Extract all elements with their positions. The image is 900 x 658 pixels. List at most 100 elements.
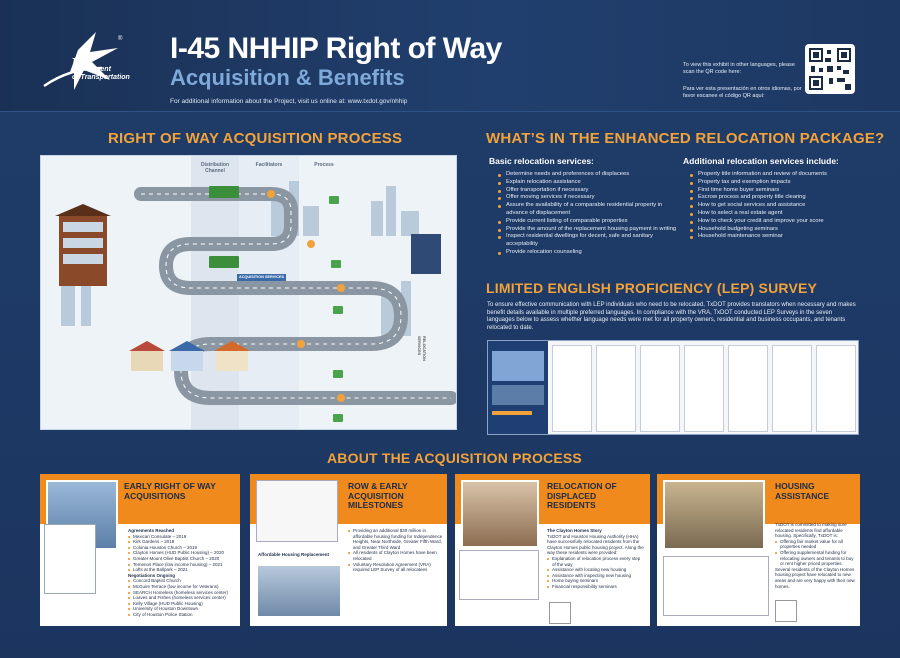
- basic-service-item: Provide current listing of comparable pr…: [498, 218, 683, 226]
- additional-service-item: Escrow process and property title cleari…: [690, 194, 865, 202]
- diagram-step-box: [209, 256, 239, 268]
- agreement-item: Colonia Houston Church – 2019: [128, 545, 236, 551]
- card-table-image: [256, 480, 338, 542]
- basic-service-item: Offer moving services if necessary: [498, 194, 683, 202]
- agreement-item: Mexican Consulate – 2019: [128, 534, 236, 540]
- agreement-item: Greater Mount Olive Baptist Church – 202…: [128, 556, 236, 562]
- milestones-list: Providing an additional $30 million in a…: [348, 528, 443, 573]
- document-step-icons: [329, 196, 343, 422]
- agreement-item: Kirk Gardens – 2019: [128, 539, 236, 545]
- housing-closing: Several residents of the Clayton Homes h…: [775, 566, 855, 589]
- additional-service-item: How to check your credit and improve you…: [690, 218, 865, 226]
- housing-qr-code-icon[interactable]: [775, 600, 797, 622]
- language-instructions: To view this exhibit in other languages,…: [683, 62, 803, 100]
- housing-item: Offering supplemental funding for reloca…: [775, 550, 857, 567]
- basic-service-item: Determine needs and preferences of displ…: [498, 171, 683, 179]
- negotiations-heading: Negotiations Ongoing: [128, 572, 175, 578]
- txdot-star-logo-icon: [43, 32, 118, 90]
- lep-cover-page: [488, 341, 548, 434]
- video-qr-code-icon[interactable]: [549, 602, 571, 624]
- lep-survey-sheet: [772, 345, 812, 432]
- negotiation-item: SEARCH Homeless (homeless services cente…: [128, 590, 236, 596]
- header-banner: Texas Department of Transportation ® I-4…: [0, 0, 900, 112]
- additional-service-item: How to get social services and assistanc…: [690, 202, 865, 210]
- negotiation-item: Loaves and Fishes (homeless services cen…: [128, 595, 236, 601]
- basic-service-item: Explain relocation assistance: [498, 179, 683, 187]
- basic-service-item: Offer transportation if necessary: [498, 187, 683, 195]
- road-markers: [267, 190, 345, 402]
- flyer-image: [459, 550, 539, 600]
- relocation-services-label: RELOCATION SERVICES: [417, 336, 426, 361]
- housing-item: Offering fair market value for all prope…: [775, 539, 857, 550]
- housing-list: Offering fair market value for all prope…: [775, 539, 857, 567]
- card-body: Agreements Reached Mexican Consulate – 2…: [128, 528, 236, 618]
- language-qr-code-icon[interactable]: [805, 44, 855, 94]
- about-process-heading: ABOUT THE ACQUISITION PROCESS: [327, 450, 582, 466]
- agency-line-3: of Transportation: [72, 74, 130, 81]
- lep-survey-sheet: [728, 345, 768, 432]
- housing-intro: TxDOT is committed to making sure reloca…: [775, 522, 847, 539]
- negotiation-item: City of Houston Police Station: [128, 612, 236, 618]
- story-heading: The Clayton Homes Story: [547, 528, 602, 533]
- milestone-item: Providing an additional $30 million in a…: [348, 528, 443, 550]
- card-row-milestones: ROW & EARLY ACQUISITION MILESTONES Affor…: [250, 474, 447, 626]
- skyline-illustration: [61, 181, 419, 336]
- diagram-label-process: Process: [314, 162, 334, 168]
- card-body: Providing an additional $30 million in a…: [348, 528, 443, 573]
- lep-survey-sheet: [596, 345, 636, 432]
- agreement-item: Lofts at the Ballpark – 2021: [128, 567, 236, 573]
- lep-survey-documents-image: [487, 340, 859, 435]
- card-title: ROW & EARLY ACQUISITION MILESTONES: [348, 481, 408, 510]
- lep-survey-sheet: [552, 345, 592, 432]
- agreements-heading: Agreements Reached: [128, 528, 175, 533]
- card-title: HOUSING ASSISTANCE: [775, 481, 830, 501]
- registered-mark: ®: [118, 36, 123, 42]
- card-early-row-acquisitions: EARLY RIGHT OF WAY ACQUISITIONS Agreemen…: [40, 474, 240, 626]
- card-body: The Clayton Homes Story TxDOT and Housto…: [547, 528, 645, 590]
- card-title: RELOCATION OF DISPLACED RESIDENTS: [547, 481, 617, 510]
- relocation-item: Home buying seminars: [547, 578, 645, 584]
- relocation-list: Explanation of relocation process every …: [547, 556, 645, 590]
- basic-service-item: Provide relocation counseling: [498, 249, 683, 257]
- story-text: TxDOT and Houston Housing Authority (HHA…: [547, 533, 644, 556]
- relocation-package-heading: WHAT’S IN THE ENHANCED RELOCATION PACKAG…: [486, 130, 885, 147]
- negotiation-item: Kelly Village (HUD Public Housing): [128, 601, 236, 607]
- additional-service-item: How to select a real estate agent: [690, 210, 865, 218]
- acquisition-services-label: ACQUISITION SERVICES: [237, 274, 287, 281]
- negotiation-item: University of Houston Downtown: [128, 606, 236, 612]
- language-instruction-en: To view this exhibit in other languages,…: [683, 62, 795, 75]
- diagram-label-distribution: Distribution Channel: [200, 162, 230, 174]
- negotiation-item: McGuire Terrace (low income for Veterans…: [128, 584, 236, 590]
- additional-services-list: Property title information and review of…: [690, 171, 865, 241]
- additional-service-item: Property tax and exemption impacts: [690, 179, 865, 187]
- language-instruction-es: Para ver esta presentación en otros idio…: [683, 86, 802, 99]
- agency-line-2: Department: [72, 66, 111, 73]
- negotiation-item: Concord Baptist Church: [128, 578, 236, 584]
- residents-photo: [461, 480, 539, 548]
- milestone-item: Voluntary Resolution Agreement (VRA) req…: [348, 562, 443, 573]
- agency-name: Texas Department of Transportation: [72, 58, 130, 82]
- lep-survey-sheet: [684, 345, 724, 432]
- card-newsletter-image: [44, 524, 96, 594]
- lep-survey-description: To ensure effective communication with L…: [487, 302, 856, 331]
- road-path-illustration: [55, 181, 456, 422]
- relocation-item: Financial responsibility seminars: [547, 584, 645, 590]
- additional-service-item: Property title information and review of…: [690, 171, 865, 179]
- relocation-item: Assistance with inspecting new housing: [547, 573, 645, 579]
- photo-caption: Affordable Housing Replacement: [258, 552, 330, 557]
- row-process-heading: RIGHT OF WAY ACQUISITION PROCESS: [108, 130, 403, 147]
- lep-survey-sheet: [640, 345, 680, 432]
- additional-services-heading: Additional relocation services include:: [683, 156, 839, 166]
- diagram-step-box: [209, 186, 239, 198]
- additional-service-item: Household budgeting seminars: [690, 226, 865, 234]
- agreement-item: Clayton Homes (HUD Public Housing) – 202…: [128, 550, 236, 556]
- lep-survey-heading: LIMITED ENGLISH PROFICIENCY (LEP) SURVEY: [486, 280, 818, 296]
- lep-survey-sheet: [816, 345, 856, 432]
- housing-table-image: [663, 556, 769, 616]
- additional-service-item: Household maintenance seminar: [690, 233, 865, 241]
- project-info-link[interactable]: For additional information about the Pro…: [170, 98, 408, 105]
- basic-service-item: Assure the availability of a comparable …: [498, 202, 683, 218]
